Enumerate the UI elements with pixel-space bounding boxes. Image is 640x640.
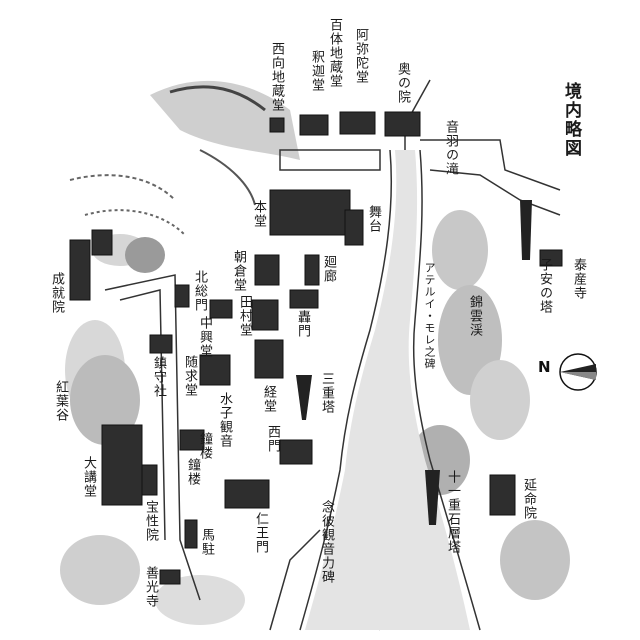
label-koyodani: 紅葉谷	[53, 380, 68, 422]
label-jusanju-sekito: 十一重石層塔	[445, 470, 460, 554]
label-shakado: 釈迦堂	[309, 50, 324, 92]
label-asakurado: 朝倉堂	[231, 250, 246, 292]
label-hyakutai-jizodo: 百体地蔵堂	[327, 18, 342, 88]
label-kinunkei: 錦雲渓	[467, 295, 482, 337]
label-daikodo: 大講堂	[81, 456, 96, 498]
kitasomon-building	[174, 284, 190, 308]
sanjunoto-pagoda	[296, 375, 312, 420]
label-shoro: 鐘楼	[197, 432, 212, 460]
label-hoshoin: 宝性院	[143, 500, 158, 542]
label-todoroki-mon: 轟門	[295, 310, 310, 338]
label-butai: 舞台	[366, 205, 381, 233]
daikodo-building	[101, 424, 143, 506]
label-nenpi-kannon-hi: 念彼観音力碑	[319, 500, 334, 584]
pagodas	[296, 200, 532, 525]
map-title: 境内略図	[561, 82, 581, 158]
mountain-wash	[60, 80, 570, 625]
label-koyasu-no-to: 子安の塔	[537, 258, 552, 314]
label-kairo: 廻廊	[321, 255, 336, 283]
shakado-building	[299, 114, 329, 136]
label-zuiseido: 随求堂	[182, 355, 197, 397]
koyasu-pagoda	[520, 200, 532, 260]
label-hondo: 本堂	[251, 200, 266, 228]
amidado-building	[339, 111, 376, 135]
enmeiin-building	[489, 474, 516, 516]
label-uma-todome: 馬駐	[199, 528, 214, 556]
okunoin-building	[384, 111, 421, 137]
label-nishimon: 西門	[265, 425, 280, 453]
label-kitasomon: 北総門	[192, 270, 207, 312]
label-amidado: 阿弥陀堂	[353, 28, 368, 84]
label-hodo: 鐘楼	[185, 458, 200, 486]
jojuin-building	[69, 239, 91, 301]
nishimon-building	[279, 439, 313, 465]
label-sanjunoto: 三重塔	[319, 372, 334, 414]
asakurado-building	[254, 254, 280, 286]
label-nio-mon: 仁王門	[253, 512, 268, 554]
todoroki-building	[289, 289, 319, 309]
label-mizuko-kannon: 水子観音	[217, 392, 232, 448]
niomon-building	[224, 479, 270, 509]
label-enmeiin: 延命院	[521, 478, 536, 520]
kairo-building	[304, 254, 320, 286]
jusanju-pagoda	[425, 470, 440, 525]
north-compass	[559, 353, 597, 391]
nishimuki-building	[269, 117, 285, 133]
compass-north-label: N	[538, 358, 551, 376]
zuiseido-building	[199, 354, 231, 386]
buildings	[69, 111, 563, 585]
label-taisanji: 泰産寺	[571, 258, 586, 300]
label-aterui-more-hi: アテルイ・モレ之碑	[423, 262, 436, 370]
label-okunoin: 奥の院	[395, 62, 410, 104]
shoro-building	[179, 429, 205, 451]
chinjusha-building	[149, 334, 173, 354]
label-chukodo: 中興堂	[197, 316, 212, 358]
label-otowa-no-taki: 音羽の滝	[443, 120, 458, 176]
label-tamurado: 田村堂	[237, 295, 252, 337]
kyodo-building	[254, 339, 284, 379]
butai-building	[344, 209, 364, 246]
zenkoji-building	[159, 569, 181, 585]
label-jojuin: 成就院	[49, 272, 64, 314]
taisanji-building	[539, 249, 563, 267]
label-kyodo: 経堂	[261, 385, 276, 413]
tamurado-building	[251, 299, 279, 331]
chukodo-building	[209, 299, 233, 319]
label-nishimuki-jizodo: 西向地蔵堂	[269, 42, 284, 112]
label-chinjusha: 鎮守社	[151, 356, 166, 398]
hondo-building	[269, 189, 351, 236]
label-zenkoji: 善光寺	[143, 566, 158, 608]
